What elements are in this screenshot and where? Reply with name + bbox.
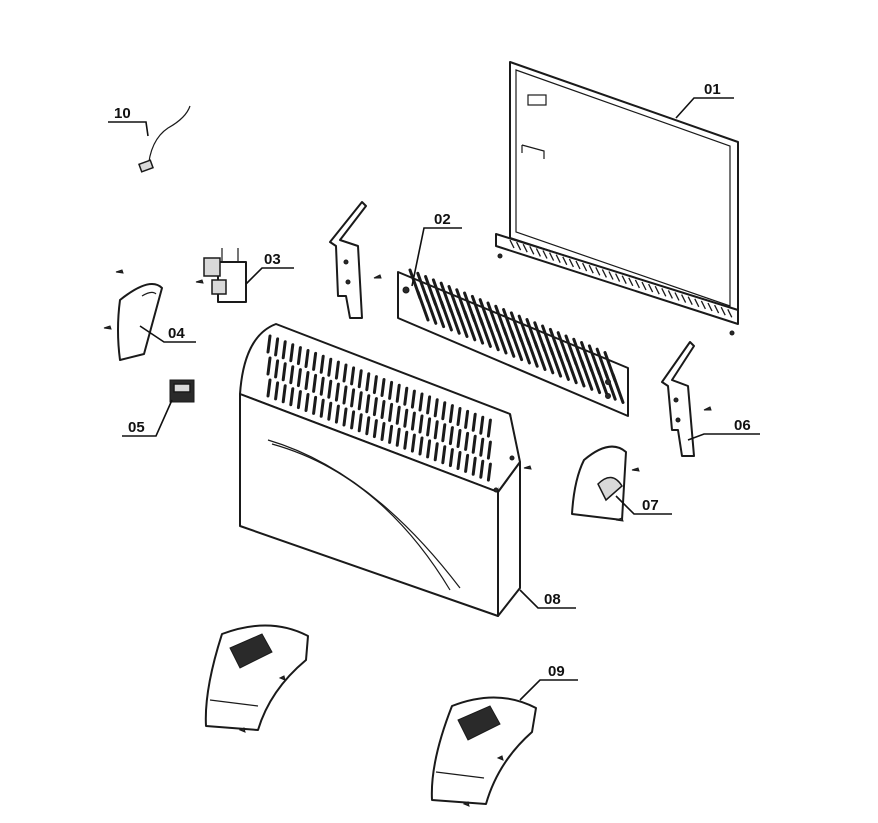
housing-grille (266, 334, 492, 482)
part-09-foot-right (430, 696, 537, 807)
part-07-side-cover (571, 445, 640, 522)
leader-05 (122, 399, 173, 437)
part-02-heating-element (397, 268, 629, 417)
leader-02 (411, 227, 462, 287)
mounting-bracket-left (329, 201, 382, 319)
label-04: 04 (168, 325, 185, 342)
part-03-thermostat (195, 248, 247, 303)
leader-07 (615, 495, 672, 515)
label-06: 06 (734, 417, 751, 434)
leader-01 (675, 97, 734, 119)
label-09: 09 (548, 663, 565, 680)
label-07: 07 (642, 497, 659, 514)
label-05: 05 (128, 419, 145, 436)
label-10: 10 (114, 105, 131, 122)
leader-04 (139, 325, 196, 343)
part-09-foot-left (204, 624, 309, 733)
label-03: 03 (264, 251, 281, 268)
leader-03 (245, 267, 294, 285)
leader-06 (687, 433, 760, 441)
part-05-switch (169, 379, 195, 403)
part-10-power-cord (138, 105, 191, 173)
leader-09 (519, 679, 578, 701)
label-01: 01 (704, 81, 721, 98)
part-04-end-cap (103, 269, 163, 361)
label-08: 08 (544, 591, 561, 608)
heating-fins (408, 268, 625, 404)
part-06-bracket (661, 341, 712, 457)
label-02: 02 (434, 211, 451, 228)
part-08-housing (239, 323, 532, 617)
leader-08 (519, 589, 576, 609)
leader-10 (108, 121, 149, 137)
part-01-back-panel (495, 61, 739, 336)
base-slots (509, 239, 733, 318)
